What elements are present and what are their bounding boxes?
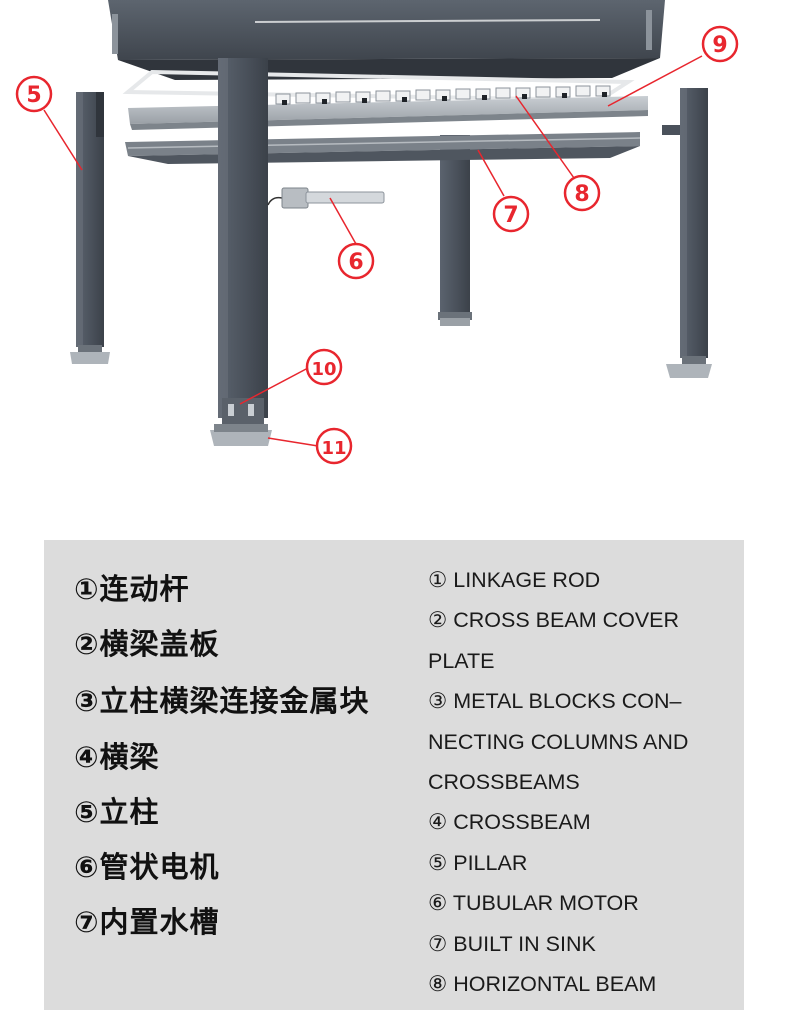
pillar-left	[70, 92, 110, 364]
leader-10	[239, 367, 309, 405]
legend-cn-item: ②横梁盖板	[74, 627, 220, 661]
callout-9-label: 9	[712, 33, 727, 58]
legend-en-item: ⑦ BUILT IN SINK	[428, 931, 596, 956]
callout-5: 5	[15, 75, 53, 113]
tubular-motor	[267, 187, 385, 209]
legend-cn-item: ③立柱横梁连接金属块	[74, 684, 370, 718]
callout-7: 7	[492, 195, 530, 233]
legend-en-item: ⑥ TUBULAR MOTOR	[428, 891, 639, 916]
leader-6	[329, 197, 357, 245]
callout-10: 10	[305, 348, 343, 386]
pillar-front	[210, 58, 272, 446]
callout-10-label: 10	[311, 359, 336, 380]
legend-en-item: ③ METAL BLOCKS CON– NECTING COLUMNS AND …	[428, 689, 689, 795]
legend-cn-item: ①连动杆	[74, 572, 190, 606]
legend-english-list: ① LINKAGE ROD ② CROSS BEAM COVER PLATE ③…	[428, 560, 733, 1004]
pillar-right	[662, 88, 712, 378]
crossbeam-sink	[125, 132, 641, 164]
callout-8: 8	[563, 174, 601, 212]
callout-11-label: 11	[321, 438, 346, 459]
legend-en-item: ④ CROSSBEAM	[428, 810, 591, 835]
pergola-exploded-diagram: 5 6 7 8 9 10 11	[15, 0, 739, 465]
top-frame	[108, 0, 665, 80]
callout-8-label: 8	[574, 182, 589, 207]
legend-en-item: ⑤ PILLAR	[428, 850, 528, 875]
leader-8	[515, 95, 575, 179]
legend-en-item: ① LINKAGE ROD	[428, 568, 601, 592]
callout-6-label: 6	[348, 250, 363, 275]
legend-cn-item: ⑥管状电机	[74, 850, 220, 884]
legend-en-item: ② CROSS BEAM COVER PLATE	[428, 608, 680, 673]
legend-panel: ①连动杆 ②横梁盖板 ③立柱横梁连接金属块 ④横梁 ⑤立柱 ⑥管状电机 ⑦内置水…	[44, 540, 744, 1010]
legend-cn-item: ④横梁	[74, 740, 160, 774]
leader-9	[607, 55, 703, 107]
legend-cn-item: ⑤立柱	[74, 795, 160, 829]
pillar-back	[438, 135, 472, 326]
callout-11: 11	[315, 427, 353, 465]
leader-11	[267, 437, 319, 447]
callout-7-label: 7	[503, 203, 518, 228]
legend-chinese-list: ①连动杆 ②横梁盖板 ③立柱横梁连接金属块 ④横梁 ⑤立柱 ⑥管状电机 ⑦内置水…	[74, 562, 394, 950]
leader-5	[43, 109, 83, 171]
leader-7	[477, 149, 505, 197]
callout-5-label: 5	[26, 83, 41, 108]
callout-9: 9	[701, 25, 739, 63]
legend-cn-item: ⑦内置水槽	[74, 905, 220, 939]
callout-6: 6	[337, 242, 375, 280]
legend-en-item: ⑧ HORIZONTAL BEAM	[428, 972, 657, 997]
